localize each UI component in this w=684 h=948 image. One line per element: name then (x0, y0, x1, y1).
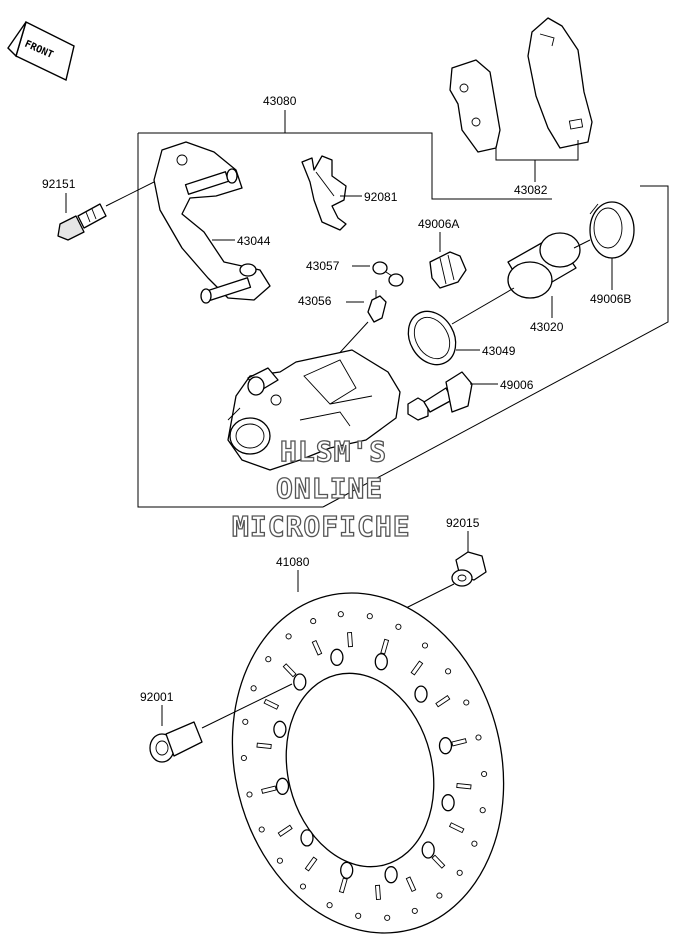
disc-mount-hole (330, 648, 344, 666)
disc-drill-hole (326, 902, 333, 909)
brake-disc-41080 (231, 592, 505, 934)
disc-drill-hole (246, 791, 253, 798)
part-number-49006B: 49006B (590, 292, 631, 306)
o-ring-43049 (407, 310, 457, 366)
disc-drill-hole (384, 914, 391, 921)
piston-seal-49006B (589, 201, 635, 259)
disc-mount-hole (421, 841, 435, 859)
part-number-43020: 43020 (530, 320, 564, 334)
disc-drill-hole (475, 734, 482, 741)
disc-drill-hole (265, 656, 272, 663)
disc-drill-hole (299, 883, 307, 890)
nut-92015 (451, 551, 487, 587)
disc-mount-hole (293, 673, 307, 691)
brake-pad-right (527, 17, 593, 149)
disc-mount-hole (384, 866, 398, 884)
disc-drill-hole (250, 685, 257, 692)
brake-pad-left (449, 59, 501, 153)
caliper-bracket (153, 141, 271, 304)
disc-drill-hole (276, 857, 283, 864)
disc-mount-hole (441, 794, 455, 812)
part-number-43044: 43044 (237, 234, 271, 248)
pad-spring-92081 (301, 155, 347, 231)
part-number-92081: 92081 (364, 190, 398, 204)
disc-mount-hole (438, 737, 453, 755)
bolt-92151 (57, 203, 107, 241)
disc-slot (405, 876, 417, 893)
disc-slot (410, 660, 424, 676)
disc-slot (456, 782, 472, 790)
disc-slot (261, 785, 277, 794)
bleeder-cap-43057 (372, 261, 404, 287)
disc-slot (375, 884, 381, 901)
part-number-92015: 92015 (446, 516, 480, 530)
part-number-49006: 49006 (500, 378, 534, 392)
disc-slot (282, 663, 297, 678)
disc-drill-hole (310, 618, 317, 625)
caliper-body (227, 349, 401, 471)
disc-slot (256, 742, 272, 750)
piston-43020 (507, 232, 581, 299)
disc-mount-hole (275, 777, 290, 795)
disc-mount-hole (414, 685, 428, 703)
part-number-43049: 43049 (482, 344, 516, 358)
disc-slot (431, 854, 446, 869)
disc-slot (435, 695, 451, 708)
disc-slot (263, 698, 280, 710)
disc-drill-hole (436, 892, 443, 899)
disc-drill-hole (445, 668, 452, 675)
disc-mount-hole (374, 653, 388, 671)
disc-drill-hole (479, 807, 486, 814)
disc-drill-hole (395, 623, 402, 630)
part-number-43056: 43056 (298, 294, 332, 308)
disc-drill-hole (337, 611, 344, 618)
disc-bolt-92001 (149, 721, 203, 763)
watermark-line-3: MICROFICHE (232, 510, 411, 543)
disc-mount-hole (340, 861, 354, 879)
watermark-line-2: ONLINE (276, 472, 383, 505)
disc-drill-hole (355, 912, 362, 919)
slide-pin-49006 (407, 371, 473, 421)
disc-drill-hole (471, 840, 478, 847)
disc-mount-hole (273, 720, 287, 738)
disc-drill-hole (258, 826, 265, 833)
disc-drill-hole (242, 718, 249, 725)
part-number-92151: 92151 (42, 177, 76, 191)
disc-slot (451, 738, 467, 747)
disc-drill-hole (463, 699, 470, 706)
part-number-43057: 43057 (306, 259, 340, 273)
disc-drill-hole (481, 770, 488, 778)
disc-drill-hole (411, 907, 418, 914)
bleeder-valve-43056 (367, 290, 387, 323)
part-number-49006A: 49006A (418, 217, 459, 231)
pin-boot-49006A (429, 251, 467, 289)
disc-mount-hole (300, 829, 314, 847)
disc-slot (448, 822, 465, 834)
part-number-43082: 43082 (514, 183, 548, 197)
disc-slot (304, 856, 318, 872)
disc-drill-hole (421, 642, 429, 649)
part-number-92001: 92001 (140, 690, 174, 704)
disc-slot (347, 631, 353, 648)
disc-drill-hole (240, 754, 247, 762)
disc-drill-hole (366, 613, 373, 620)
disc-slot (311, 639, 323, 656)
disc-drill-hole (285, 633, 292, 640)
part-number-41080: 41080 (276, 555, 310, 569)
part-number-43080: 43080 (263, 94, 297, 108)
watermark-line-1: HLSM'S (280, 435, 387, 468)
front-arrow-icon: FRONT (7, 20, 75, 82)
disc-slot (277, 824, 293, 837)
disc-drill-hole (456, 869, 463, 876)
